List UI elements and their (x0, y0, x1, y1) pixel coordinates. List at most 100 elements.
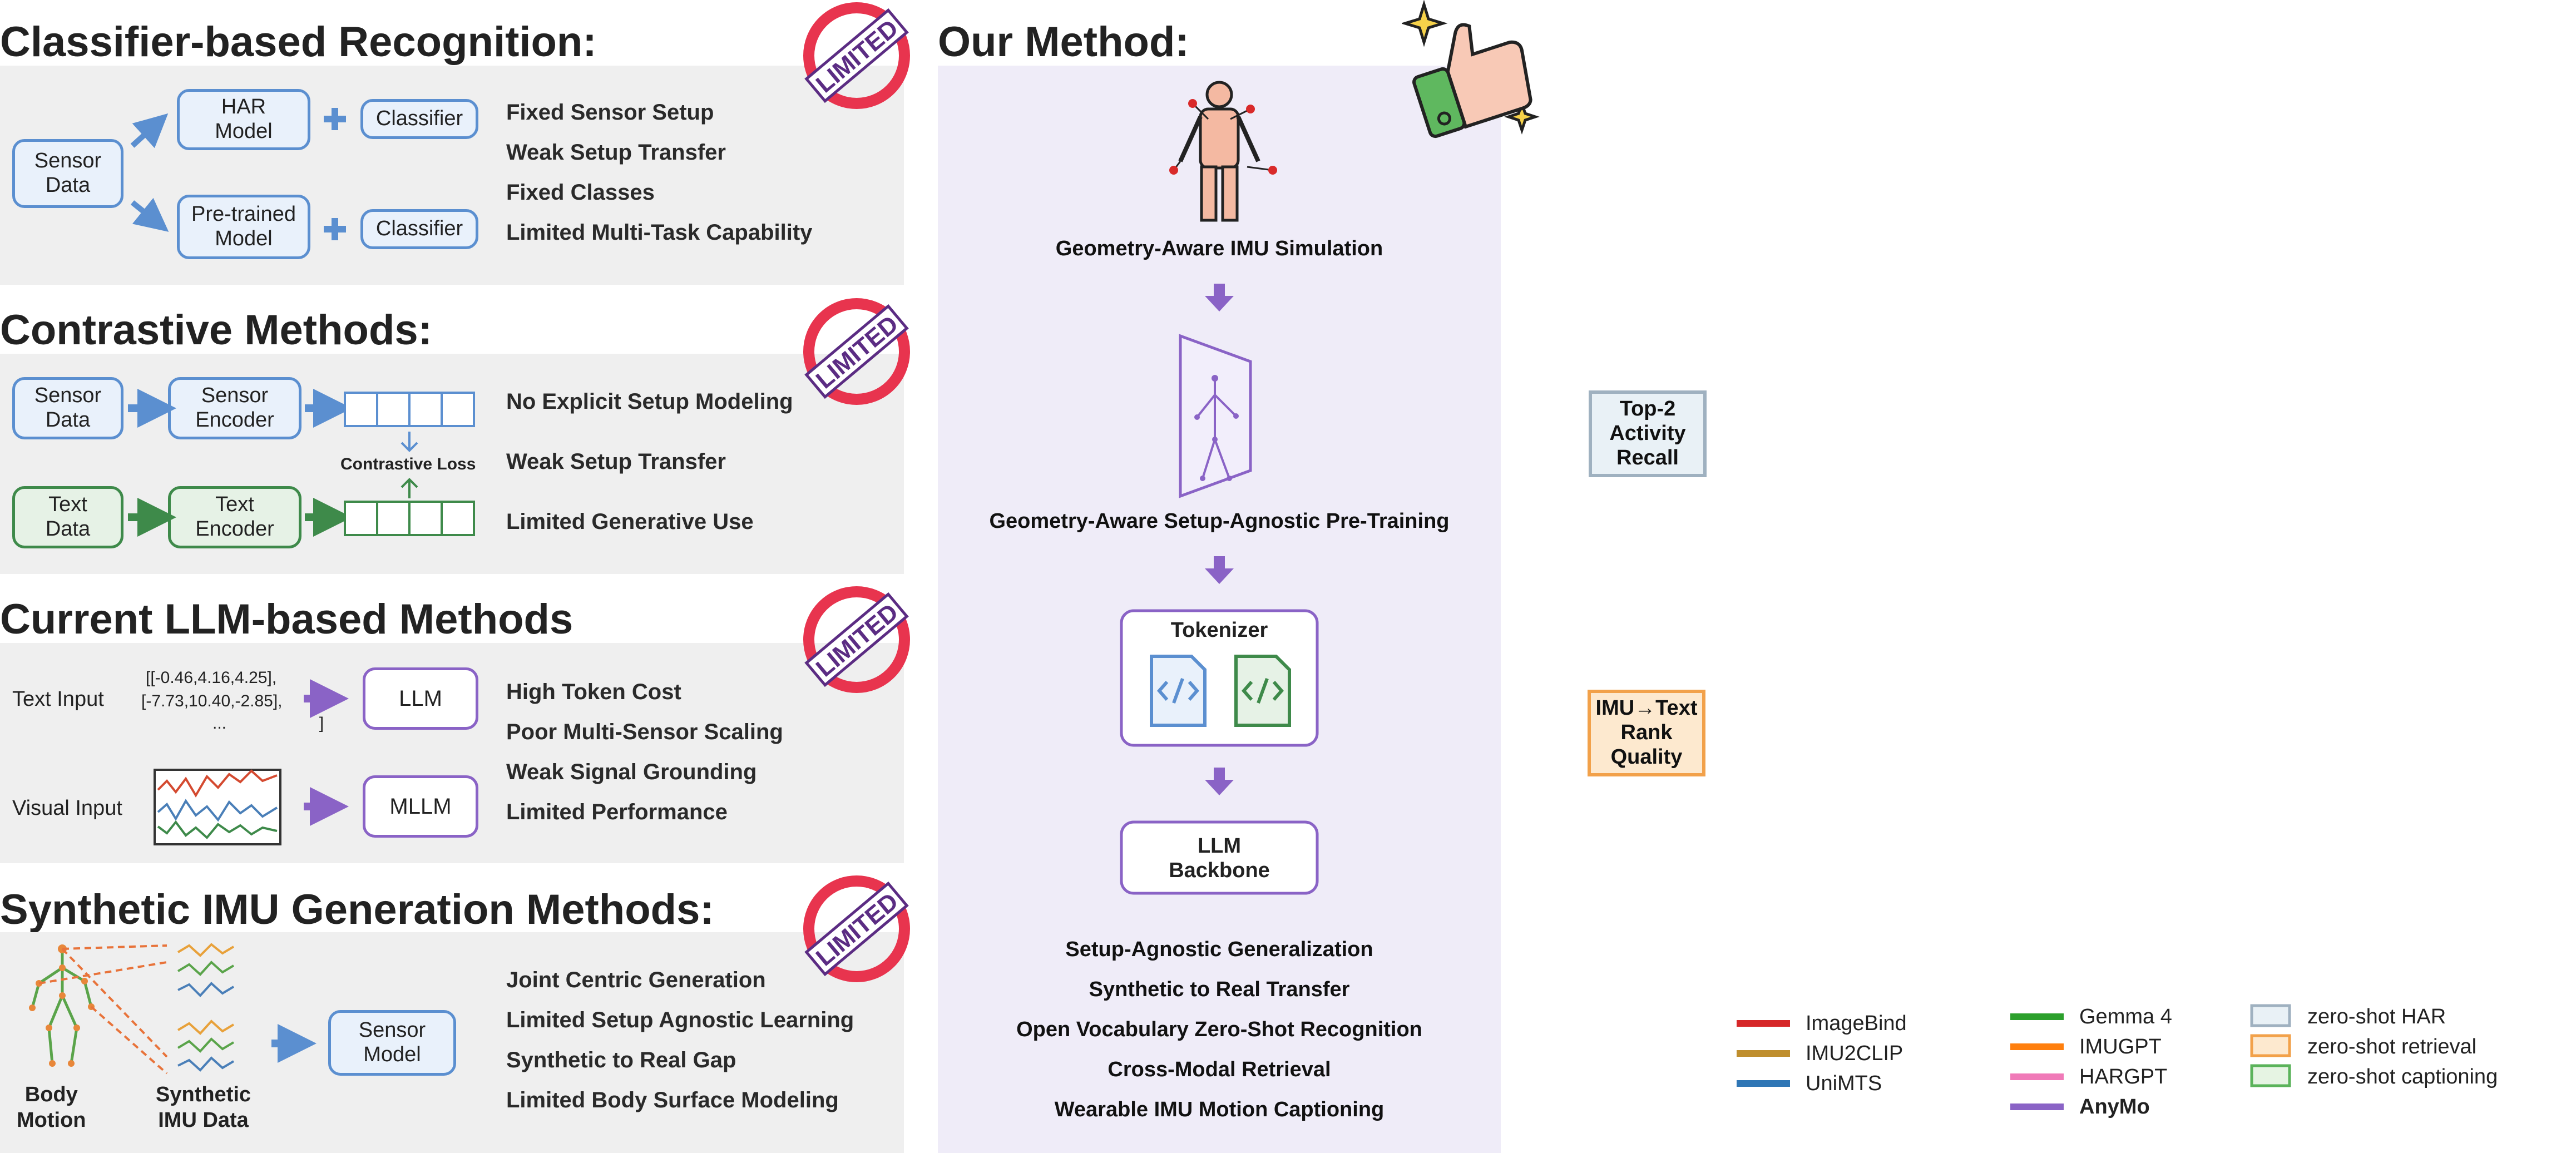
legend-group-label-2: zero-shot captioning (2307, 1065, 2498, 1088)
matrix-line-3: ... ] (212, 714, 324, 733)
code-file-icon-green (1234, 655, 1291, 727)
human-sensor-icon (1169, 81, 1277, 222)
radar-chart: 8.91827367.4152230142943582.44.87.29.62.… (1588, 390, 2498, 1119)
skeleton-icon (31, 949, 93, 1064)
limited-stamps: LIMITED LIMITED LIMITED LIMITED (803, 2, 910, 982)
limited-stamp-2: LIMITED (803, 298, 910, 405)
synthetic-limit-2: Limited Setup Agnostic Learning (506, 1008, 854, 1032)
text-input-label: Text Input (12, 687, 104, 711)
text-data-box: Text Data (12, 486, 123, 548)
axis-label-box-3 (1588, 690, 1705, 776)
up-arrow-icon (401, 478, 418, 498)
sensor-embedding-cells (344, 392, 475, 427)
sensor-data-box: Sensor Data (12, 139, 123, 208)
legend-group-swatch-0 (2250, 1004, 2291, 1027)
legend-label-imugpt: IMUGPT (2079, 1035, 2162, 1058)
contrastive-limit-2: Weak Setup Transfer (506, 449, 726, 474)
llm-graphics (154, 679, 349, 845)
legend-group-swatch-2 (2250, 1064, 2291, 1087)
classifier-box-2: Classifier (360, 209, 478, 249)
synthetic-limit-1: Joint Centric Generation (506, 968, 766, 992)
step-geometry-simulation: Geometry-Aware IMU Simulation (1055, 237, 1383, 260)
text-embedding-cells (344, 501, 475, 536)
matrix-line-2: [-7.73,10.40,-2.85], (141, 692, 283, 710)
contrastive-section-title: Contrastive Methods: (0, 306, 432, 354)
llm-backbone-box (1120, 820, 1319, 895)
text-encoder-box: Text Encoder (168, 486, 301, 548)
pretrained-model-box: Pre-trained Model (177, 195, 310, 259)
contrastive-limit-3: Limited Generative Use (506, 509, 754, 534)
signal-plot-icon (154, 769, 281, 845)
mllm-box: MLLM (363, 775, 478, 838)
down-arrow-1 (1205, 284, 1234, 311)
our-method-title: Our Method: (938, 18, 1189, 66)
llm-limit-4: Limited Performance (506, 800, 728, 824)
axis-label-2-line-2: Recall (1616, 446, 1679, 469)
classifier-box-1: Classifier (360, 99, 478, 139)
har-model-box: HAR Model (177, 89, 310, 150)
classifier-section-title: Classifier-based Recognition: (0, 18, 597, 66)
classifier-arrows (130, 108, 346, 240)
legend-label-unimts: UniMTS (1806, 1072, 1882, 1095)
synthetic-imu-label: Synthetic IMU Data (156, 1083, 251, 1132)
arrow-to-pretrained (130, 197, 169, 232)
classifier-limit-4: Limited Multi-Task Capability (506, 220, 813, 245)
axis-label-3-line-1: Rank (1621, 721, 1673, 744)
legend-label-imagebind: ImageBind (1806, 1012, 1907, 1035)
our-method-graphics (1120, 81, 1319, 895)
limited-stamp-1: LIMITED (803, 2, 910, 109)
legend-label-anymo: AnyMo (2079, 1095, 2150, 1119)
legend-group-swatch-1 (2250, 1034, 2291, 1057)
arrow-to-har (130, 113, 169, 149)
llm-limit-2: Poor Multi-Sensor Scaling (506, 720, 783, 744)
matrix-line-1: [[-0.46,4.16,4.25], (146, 669, 277, 687)
outcome-4: Cross-Modal Retrieval (1107, 1058, 1331, 1081)
skeleton-plane-icon (1179, 334, 1252, 498)
llm-limit-3: Weak Signal Grounding (506, 760, 757, 784)
legend-label-hargpt: HARGPT (2079, 1065, 2167, 1088)
contrastive-loss-label: Contrastive Loss (340, 455, 476, 473)
synthetic-limit-4: Limited Body Surface Modeling (506, 1088, 839, 1112)
contrastive-graphics (128, 389, 475, 537)
legend-label-imu2clip: IMU2CLIP (1806, 1042, 1903, 1065)
axis-label-box-2 (1589, 390, 1707, 477)
thumbs-up-icon (1402, 0, 1540, 138)
visual-input-label: Visual Input (12, 796, 122, 820)
legend-label-gemma-4: Gemma 4 (2079, 1005, 2172, 1028)
sensor-model-box: Sensor Model (328, 1010, 456, 1076)
dashed-mapping-lines (38, 944, 168, 1075)
limited-stamp-3: LIMITED (803, 586, 910, 693)
down-arrow-icon (401, 432, 418, 452)
sensor-data-box-2: Sensor Data (12, 377, 123, 439)
outcome-5: Wearable IMU Motion Captioning (1054, 1098, 1385, 1121)
axis-label-3-line-0: IMU→Text (1596, 696, 1698, 720)
llm-box: LLM (363, 667, 478, 730)
axis-label-2-line-0: Top-2 (1620, 397, 1676, 420)
plus-icon-2 (324, 218, 346, 240)
legend-group-label-1: zero-shot retrieval (2307, 1035, 2476, 1058)
axis-label-2-line-1: Activity (1609, 422, 1685, 445)
llm-backbone-label: LLM Backbone (1169, 834, 1270, 882)
synthetic-section-title: Synthetic IMU Generation Methods: (0, 886, 714, 933)
llm-limit-1: High Token Cost (506, 680, 681, 704)
llm-section-title: Current LLM-based Methods (0, 596, 573, 643)
outcome-2: Synthetic to Real Transfer (1089, 978, 1350, 1001)
synthetic-graphics (29, 943, 317, 1075)
body-motion-label: Body Motion (17, 1083, 86, 1132)
synthetic-signal-icon (177, 943, 235, 1072)
axis-label-3-line-2: Quality (1611, 745, 1683, 769)
outcome-3: Open Vocabulary Zero-Shot Recognition (1016, 1018, 1422, 1041)
down-arrow-3 (1205, 768, 1234, 795)
classifier-limit-1: Fixed Sensor Setup (506, 100, 714, 125)
sensor-encoder-box: Sensor Encoder (168, 377, 301, 439)
code-file-icon-blue (1150, 655, 1207, 727)
step-setup-agnostic-pretraining: Geometry-Aware Setup-Agnostic Pre-Traini… (989, 509, 1450, 533)
plus-icon-1 (324, 108, 346, 130)
classifier-limit-3: Fixed Classes (506, 180, 655, 205)
tokenizer-label: Tokenizer (1170, 618, 1268, 642)
contrastive-limit-1: No Explicit Setup Modeling (506, 389, 793, 414)
limited-stamp-4: LIMITED (803, 875, 910, 982)
legend-group-label-0: zero-shot HAR (2307, 1005, 2446, 1028)
classifier-limit-2: Weak Setup Transfer (506, 140, 726, 165)
